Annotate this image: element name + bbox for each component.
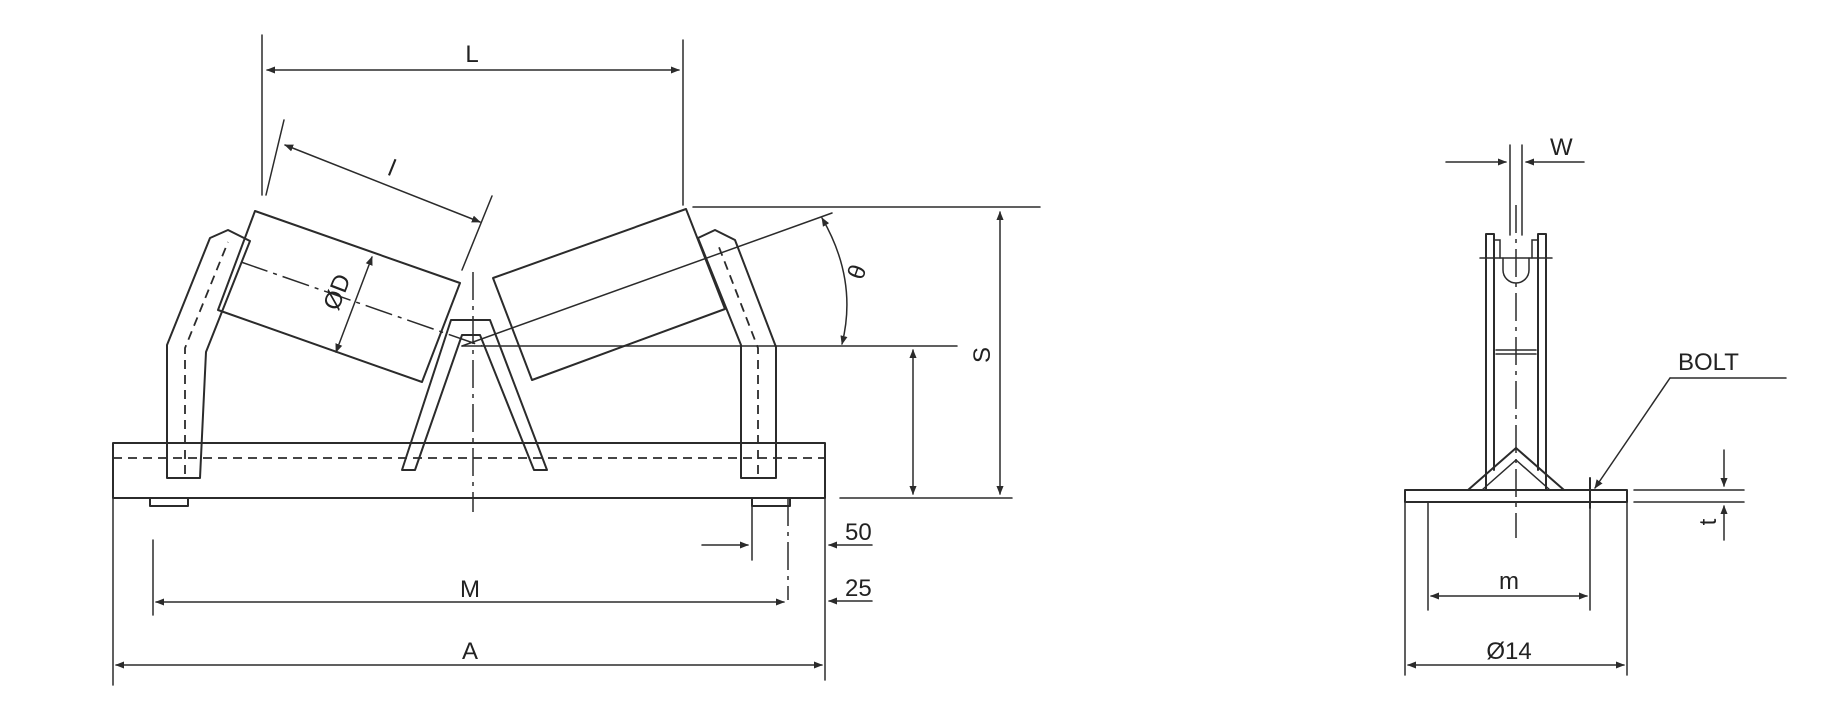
left-roller <box>217 210 483 383</box>
left-bracket <box>166 229 251 479</box>
label-M: M <box>460 576 480 603</box>
label-L: L <box>465 41 478 68</box>
label-phi-14: Ø14 <box>1486 638 1531 665</box>
dimension-W <box>1445 144 1585 236</box>
label-50: 50 <box>845 519 872 546</box>
dimension-L <box>261 34 684 206</box>
dimension-phi-14 <box>1404 501 1628 676</box>
dimension-l <box>265 119 493 271</box>
bolt-callout <box>1589 377 1787 509</box>
dimension-M <box>152 539 785 616</box>
label-25: 25 <box>845 575 872 602</box>
label-t: t <box>1695 518 1722 525</box>
label-W: W <box>1550 134 1573 161</box>
dimension-phi-d <box>335 256 373 353</box>
right-bracket <box>697 229 777 479</box>
label-l: l <box>384 155 399 182</box>
base-frame <box>112 442 826 507</box>
front-view: L l ØD θ S 50 2 <box>112 34 1041 686</box>
dimension-m <box>1427 501 1591 611</box>
dimension-50-25 <box>701 497 873 681</box>
center-bracket <box>401 319 548 471</box>
label-m: m <box>1499 568 1519 595</box>
side-view: W BOLT t m Ø14 <box>1404 134 1787 676</box>
label-S: S <box>969 347 996 363</box>
dimension-A <box>112 497 823 686</box>
label-theta: θ <box>842 261 872 283</box>
dimension-S <box>692 206 1041 499</box>
dimension-t <box>1633 449 1745 541</box>
dimension-theta <box>821 217 848 345</box>
label-bolt: BOLT <box>1678 349 1739 376</box>
label-phi-d: ØD <box>318 271 356 314</box>
label-A: A <box>462 638 478 665</box>
